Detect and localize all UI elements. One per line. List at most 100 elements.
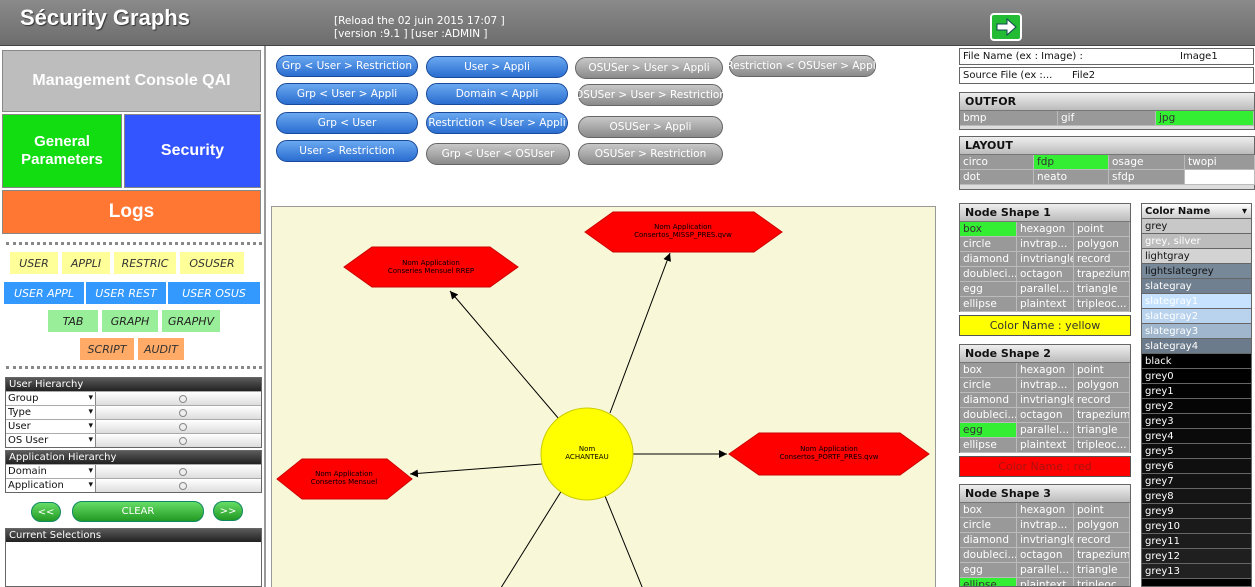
chip-user[interactable]: USER bbox=[10, 252, 58, 274]
shape-option[interactable]: circle bbox=[960, 518, 1017, 533]
shape-option[interactable]: hexagon bbox=[1017, 363, 1074, 378]
color-list-item[interactable]: black bbox=[1142, 354, 1251, 369]
shape-option[interactable]: egg bbox=[960, 423, 1017, 438]
chip-graphv[interactable]: GRAPHV bbox=[162, 310, 220, 332]
btn-grp-user[interactable]: Grp < User bbox=[276, 112, 418, 134]
shape-option[interactable]: parallel... bbox=[1017, 423, 1074, 438]
layout-option[interactable]: twopi bbox=[1185, 155, 1255, 170]
chip-appli[interactable]: APPLI bbox=[62, 252, 110, 274]
management-console-button[interactable]: Management Console QAI bbox=[2, 50, 261, 112]
user-radio[interactable] bbox=[96, 420, 261, 433]
shape-option[interactable]: polygon bbox=[1074, 518, 1130, 533]
color-list-item[interactable]: grey5 bbox=[1142, 444, 1251, 459]
group-radio[interactable] bbox=[96, 392, 261, 405]
next-button[interactable]: >> bbox=[213, 501, 243, 521]
shape-option[interactable]: diamond bbox=[960, 252, 1017, 267]
security-button[interactable]: Security bbox=[124, 114, 261, 188]
layout-option[interactable]: circo bbox=[960, 155, 1034, 170]
layout-option[interactable]: osage bbox=[1109, 155, 1185, 170]
color-list-item[interactable]: grey2 bbox=[1142, 399, 1251, 414]
color-list-item[interactable]: slategray4 bbox=[1142, 339, 1251, 354]
user-select[interactable]: User bbox=[6, 420, 96, 433]
color-name-dropdown[interactable]: Color Name bbox=[1142, 204, 1251, 219]
color-name-yellow-button[interactable]: Color Name : yellow bbox=[959, 315, 1131, 336]
outfor-option[interactable]: jpg bbox=[1156, 111, 1254, 126]
btn-osuser-user-restriction[interactable]: OSUSer > User > Restriction bbox=[575, 84, 726, 106]
shape-option[interactable]: octagon bbox=[1017, 267, 1074, 282]
os-user-select[interactable]: OS User bbox=[6, 434, 96, 447]
shape-option[interactable]: box bbox=[960, 222, 1017, 237]
shape-option[interactable]: triangle bbox=[1074, 563, 1130, 578]
outfor-option[interactable]: gif bbox=[1058, 111, 1156, 126]
color-name-red-button[interactable]: Color Name : red bbox=[959, 456, 1131, 477]
type-select[interactable]: Type bbox=[6, 406, 96, 419]
shape-option[interactable]: circle bbox=[960, 237, 1017, 252]
shape-option[interactable]: invtriangle bbox=[1017, 252, 1074, 267]
shape-option[interactable]: circle bbox=[960, 378, 1017, 393]
color-list-item[interactable]: grey bbox=[1142, 219, 1251, 234]
shape-option[interactable]: polygon bbox=[1074, 237, 1130, 252]
shape-option[interactable]: box bbox=[960, 363, 1017, 378]
source-file-input[interactable]: Source File (ex :... File2 bbox=[959, 67, 1254, 84]
btn-restriction-osuser-appli[interactable]: Restriction < OSUser > Appli bbox=[726, 55, 879, 77]
layout-option[interactable]: sfdp bbox=[1109, 170, 1185, 185]
color-list-item[interactable]: grey3 bbox=[1142, 414, 1251, 429]
btn-grp-user-appli[interactable]: Grp < User > Appli bbox=[276, 83, 418, 105]
shape-option[interactable]: invtrap... bbox=[1017, 378, 1074, 393]
btn-osuser-appli[interactable]: OSUSer > Appli bbox=[578, 116, 723, 138]
color-list-item[interactable]: slategray1 bbox=[1142, 294, 1251, 309]
shape-option[interactable]: record bbox=[1074, 252, 1130, 267]
btn-grp-user-restriction[interactable]: Grp < User > Restriction bbox=[276, 55, 418, 77]
btn-user-restriction[interactable]: User > Restriction bbox=[276, 140, 418, 162]
btn-domain-appli[interactable]: Domain < Appli bbox=[426, 83, 568, 105]
btn-osuser-user-appli[interactable]: OSUSer > User > Appli bbox=[575, 57, 723, 79]
shape-option[interactable]: invtrap... bbox=[1017, 518, 1074, 533]
layout-option[interactable]: dot bbox=[960, 170, 1034, 185]
domain-select[interactable]: Domain bbox=[6, 465, 96, 478]
shape-option[interactable]: octagon bbox=[1017, 548, 1074, 563]
type-radio[interactable] bbox=[96, 406, 261, 419]
shape-option[interactable]: parallel... bbox=[1017, 563, 1074, 578]
chip-user-osus[interactable]: USER OSUS bbox=[168, 282, 260, 304]
shape-option[interactable]: doubleci... bbox=[960, 267, 1017, 282]
domain-radio[interactable] bbox=[96, 465, 261, 478]
graph-center-node[interactable] bbox=[540, 407, 634, 501]
shape-option[interactable]: diamond bbox=[960, 533, 1017, 548]
chip-script[interactable]: SCRIPT bbox=[80, 338, 134, 360]
shape-option[interactable]: invtrap... bbox=[1017, 237, 1074, 252]
shape-option[interactable]: tripleoc... bbox=[1074, 438, 1130, 453]
color-list-item[interactable]: grey4 bbox=[1142, 429, 1251, 444]
shape-option[interactable]: doubleci... bbox=[960, 408, 1017, 423]
color-list-item[interactable]: grey12 bbox=[1142, 549, 1251, 564]
chip-graph[interactable]: GRAPH bbox=[102, 310, 158, 332]
group-select[interactable]: Group bbox=[6, 392, 96, 405]
chip-osuser[interactable]: OSUSER bbox=[180, 252, 244, 274]
clear-button[interactable]: CLEAR bbox=[72, 501, 204, 522]
shape-option[interactable]: trapezium bbox=[1074, 408, 1130, 423]
shape-option[interactable]: record bbox=[1074, 533, 1130, 548]
outfor-option[interactable]: bmp bbox=[960, 111, 1058, 126]
file-name-input[interactable]: File Name (ex : Image) : Image1 bbox=[959, 48, 1254, 65]
chip-audit[interactable]: AUDIT bbox=[138, 338, 184, 360]
shape-option[interactable]: egg bbox=[960, 282, 1017, 297]
shape-option[interactable]: trapezium bbox=[1074, 548, 1130, 563]
application-select[interactable]: Application bbox=[6, 479, 96, 492]
btn-grp-user-osuser[interactable]: Grp < User < OSUser bbox=[426, 143, 570, 165]
general-parameters-button[interactable]: General Parameters bbox=[2, 114, 122, 188]
chip-user-appl[interactable]: USER APPL bbox=[4, 282, 84, 304]
shape-option[interactable]: invtriangle bbox=[1017, 393, 1074, 408]
layout-option[interactable]: neato bbox=[1034, 170, 1109, 185]
chip-restric[interactable]: RESTRIC bbox=[114, 252, 176, 274]
logs-button[interactable]: Logs bbox=[2, 190, 261, 234]
shape-option[interactable]: point bbox=[1074, 503, 1130, 518]
btn-restriction-user-appli[interactable]: Restriction < User > Appli bbox=[426, 112, 568, 134]
color-list-item[interactable]: grey1 bbox=[1142, 384, 1251, 399]
shape-option[interactable]: point bbox=[1074, 363, 1130, 378]
shape-option[interactable]: ellipse bbox=[960, 438, 1017, 453]
shape-option[interactable]: hexagon bbox=[1017, 503, 1074, 518]
shape-option[interactable]: doubleci... bbox=[960, 548, 1017, 563]
graph-node[interactable] bbox=[584, 211, 783, 253]
color-list-item[interactable]: slategray2 bbox=[1142, 309, 1251, 324]
application-radio[interactable] bbox=[96, 479, 261, 492]
